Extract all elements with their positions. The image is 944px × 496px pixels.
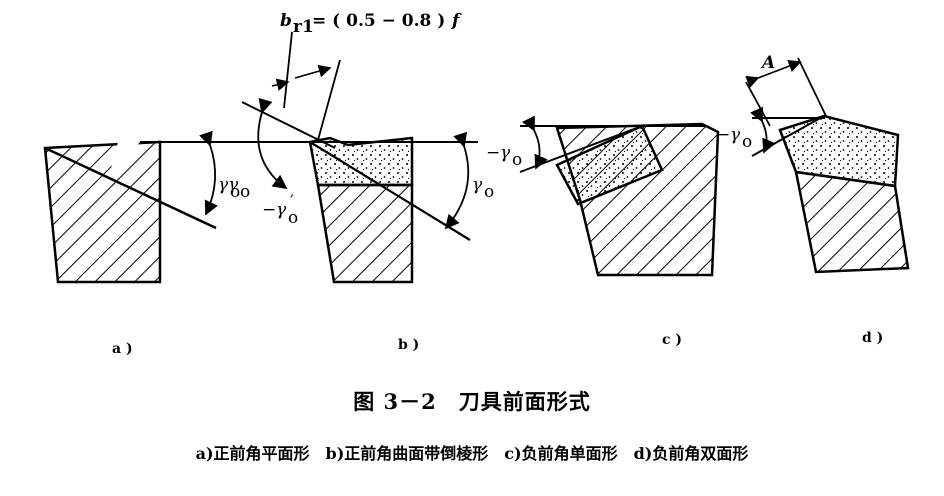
neg-gamma-prime-label: γ [276, 200, 287, 220]
tool-c-insert [555, 124, 664, 206]
gamma-prime-arc-b [257, 97, 288, 190]
gamma-sub-a: o [230, 182, 240, 202]
br1-dim-arrow [294, 64, 332, 79]
A-dim-right [797, 57, 827, 117]
gamma-arc-b [444, 131, 470, 230]
neg-gamma-prime-sub: o [288, 208, 298, 228]
subfigure-label-c: c ) [662, 332, 682, 348]
subfigure-label-a: a ) [112, 341, 133, 357]
tool-rake-face-diagram: γ o b r1 = ( 0.5 − 0.8 ) f γ o − γ o ′ γ… [43, 11, 910, 357]
gamma-arc-a [199, 130, 218, 216]
gamma-sub-b-right: o [484, 182, 494, 202]
br1-dim-arrow-2 [271, 78, 290, 91]
gamma-label-b-right: γ [472, 175, 483, 195]
gamma-label-c: γ [500, 143, 511, 163]
gamma-label-b-left: γ [228, 175, 239, 195]
tool-d-body [794, 170, 910, 274]
gamma-label-a: γ [218, 175, 229, 195]
br1-dim-right [317, 59, 341, 141]
tool-b-positive-rake-curved-chamfer: b r1 = ( 0.5 − 0.8 ) f γ o − γ o ′ γ o [162, 11, 494, 284]
tool-a-body [43, 140, 162, 284]
figure-caption-title: 图 3－2 刀具前面形式 [353, 389, 591, 414]
tool-d-negative-rake-double-face: A − γ o [716, 53, 910, 274]
br1-formula-f: f [451, 11, 462, 31]
A-label: A [760, 53, 775, 73]
br1-dim-left [283, 31, 293, 109]
gamma-arc-c [521, 115, 548, 170]
gamma-sub-c: o [512, 150, 522, 170]
neg-gamma-sign-c: − [486, 143, 500, 163]
gamma-label-d: γ [730, 125, 741, 145]
br1-formula-b: b [280, 11, 292, 31]
tool-b-chamfer-line [241, 101, 336, 149]
br1-formula-sub: r1 [293, 17, 314, 37]
neg-gamma-prime-mark: ′ [290, 192, 294, 212]
subfigure-label-d: d ) [862, 330, 883, 346]
neg-gamma-prime-sign: − [262, 200, 276, 220]
neg-gamma-sign-d: − [716, 125, 730, 145]
tool-b-insert [308, 136, 414, 187]
figure-caption-subtitle: a)正前角平面形 b)正前角曲面带倒棱形 c)负前角单面形 d)负前角双面形 [195, 444, 749, 463]
A-dim-left [745, 81, 771, 127]
tool-b-rake-line [309, 141, 471, 241]
subfigure-label-b: b ) [398, 337, 419, 353]
gamma-sub-b-left: o [240, 182, 250, 202]
A-dim-arrow [745, 60, 802, 88]
gamma-arc-d [750, 106, 776, 154]
tool-a-chip-groove [108, 142, 140, 180]
gamma-sub-d: o [742, 132, 752, 152]
br1-formula-eq: = ( 0.5 − 0.8 ) [312, 11, 445, 31]
tool-b-body [316, 183, 414, 284]
tool-c-negative-rake-single-face: − γ o [486, 115, 720, 277]
tool-a-rake-face [44, 146, 217, 230]
